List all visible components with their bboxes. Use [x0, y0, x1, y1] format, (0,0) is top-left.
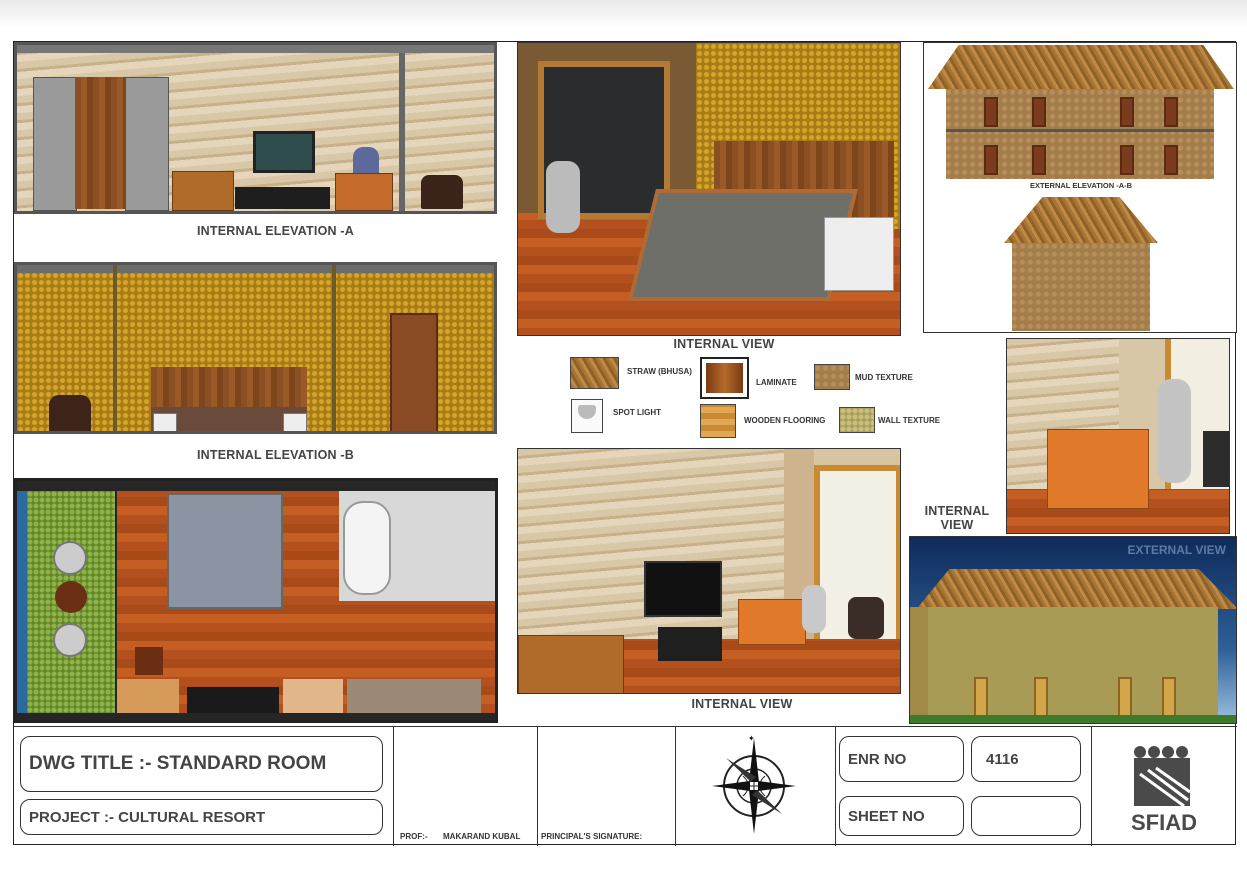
- drawing-sheet: INTERNAL ELEVATION -A INTERNAL ELEVATION…: [13, 41, 1237, 846]
- legend-label-mud: MUD TEXTURE: [855, 373, 913, 382]
- title-block: [14, 726, 1237, 846]
- legend-swatch-straw: [570, 357, 619, 389]
- legend-swatch-mud: [814, 364, 850, 390]
- prof-label: PROF:-: [400, 832, 428, 841]
- caption-elevation-b: INTERNAL ELEVATION -B: [197, 448, 354, 462]
- legend-label-straw: STRAW (BHUSA): [627, 367, 692, 376]
- internal-view-study: [1006, 338, 1230, 534]
- internal-view-tv-wall: [517, 448, 901, 694]
- legend-swatch-wooden-flooring: [700, 404, 736, 438]
- internal-view-bedroom: [517, 42, 901, 336]
- sheet-label: SHEET NO: [839, 796, 964, 836]
- title-block-divider-5: [1091, 726, 1092, 846]
- floor-plan: [14, 478, 498, 723]
- sheet-value: [971, 796, 1081, 836]
- enr-label: ENR NO: [839, 736, 964, 782]
- top-band: [0, 0, 1247, 28]
- caption-external-view: EXTERNAL VIEW: [1127, 543, 1226, 557]
- legend-swatch-wall-texture: [839, 407, 875, 433]
- legend-label-wall-texture: WALL TEXTURE: [878, 416, 941, 425]
- enr-value: 4116: [971, 736, 1081, 782]
- internal-elevation-a: [14, 42, 497, 214]
- title-block-divider-2: [537, 726, 538, 846]
- caption-internal-view-1: INTERNAL VIEW: [673, 337, 775, 351]
- caption-internal-view-2: INTERNAL VIEW: [691, 697, 793, 711]
- title-block-divider-3: [675, 726, 676, 846]
- principal-signature-label: PRINCIPAL'S SIGNATURE:: [541, 832, 643, 841]
- prof-name: MAKARAND KUBAL: [443, 832, 521, 841]
- project-title: PROJECT :- CULTURAL RESORT: [20, 799, 383, 835]
- external-elevation: EXTERNAL ELEVATION -A-B: [923, 42, 1237, 333]
- svg-text:✦: ✦: [748, 734, 755, 743]
- title-block-divider-1: [393, 726, 394, 846]
- internal-elevation-b: [14, 262, 497, 434]
- caption-internal-view-3: INTERNAL VIEW: [924, 504, 990, 532]
- sfiad-logo: [1134, 746, 1191, 808]
- logo-text: SFIAD: [1131, 810, 1197, 835]
- dwg-title: DWG TITLE :- STANDARD ROOM: [20, 736, 383, 792]
- caption-elevation-a: INTERNAL ELEVATION -A: [197, 224, 354, 238]
- spot-light-icon: [571, 399, 603, 433]
- legend-label-laminate: LAMINATE: [756, 378, 797, 387]
- compass-rose-icon: ✦: [712, 734, 796, 834]
- legend-label-spot-light: SPOT LIGHT: [613, 408, 661, 417]
- legend-swatch-laminate: [700, 357, 749, 399]
- caption-external-elevation: EXTERNAL ELEVATION -A-B: [1029, 181, 1133, 190]
- legend-label-wooden-flooring: WOODEN FLOORING: [744, 416, 826, 425]
- title-block-divider-4: [835, 726, 836, 846]
- external-view: EXTERNAL VIEW: [909, 536, 1237, 724]
